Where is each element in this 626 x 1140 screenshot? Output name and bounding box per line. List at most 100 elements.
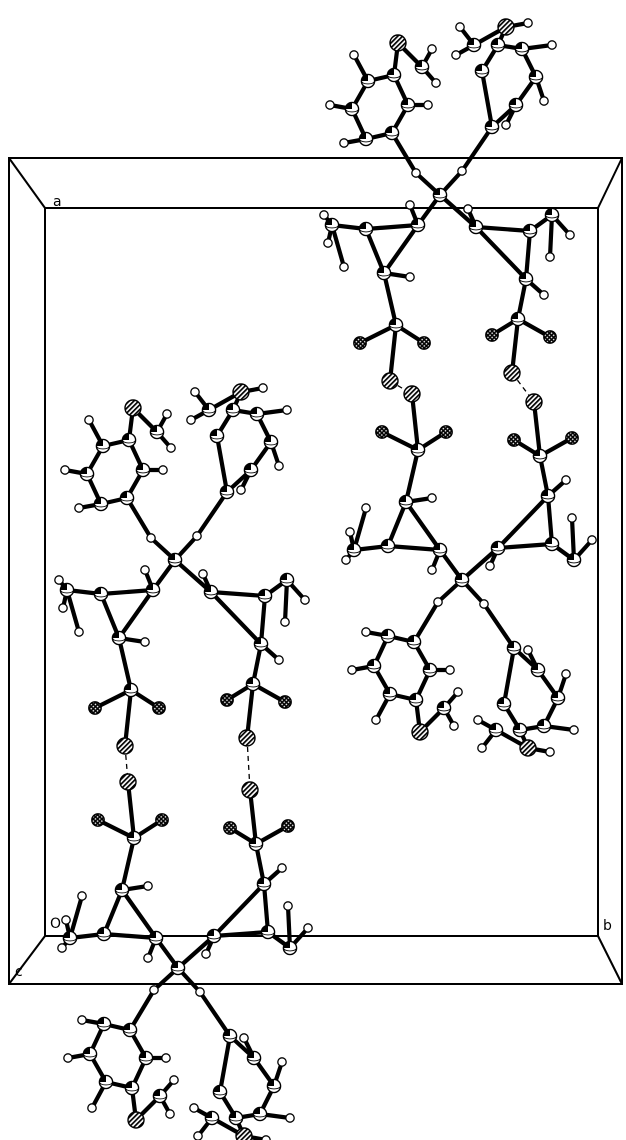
nitrogen-atom-114 (241, 781, 259, 799)
bond-165 (387, 322, 399, 384)
hydrogen-atom-4 (84, 415, 94, 425)
nitrogen-atom-55 (232, 383, 250, 401)
carbon-atom-153 (466, 37, 482, 53)
carbon-atom-49 (245, 676, 261, 692)
nitrogen-atom-57 (238, 729, 256, 747)
hydrogen-atom-12 (190, 387, 200, 397)
bond-18 (194, 489, 230, 539)
hydrogen-atom-129 (319, 210, 329, 220)
bond-154 (363, 222, 421, 232)
hydrogen-atom-79 (283, 901, 293, 911)
bond-84 (217, 1033, 233, 1095)
nitrogen-atom-170 (381, 372, 399, 390)
carbon-atom-150 (514, 41, 530, 57)
hydrogen-atom-59 (77, 1015, 87, 1025)
carbon-atom-157 (324, 217, 340, 233)
hydrogen-atom-174 (347, 665, 357, 675)
carbon-atom-200 (382, 686, 398, 702)
carbon-atom-93 (252, 1106, 268, 1122)
bond-42 (116, 635, 134, 693)
carbon-atom-38 (209, 428, 225, 444)
carbon-atom-147 (484, 119, 500, 135)
hydrogen-atom-16 (58, 603, 68, 613)
oxygen-atom-165 (417, 336, 431, 350)
hydrogen-atom-126 (455, 22, 465, 32)
bond-215 (385, 499, 409, 549)
hydrogen-atom-183 (477, 743, 487, 753)
hydrogen-atom-182 (545, 747, 555, 757)
nitrogen-atom-169 (497, 18, 515, 36)
carbon-atom-143 (360, 73, 376, 89)
oxygen-atom-53 (278, 695, 292, 709)
carbon-atom-91 (246, 1050, 262, 1066)
carbon-atom-84 (96, 1016, 112, 1032)
bond-lines (56, 20, 595, 1140)
carbon-atom-159 (468, 219, 484, 235)
unit-cell-box (8, 157, 623, 985)
hydrogen-atom-69 (193, 1131, 203, 1140)
hydrogen-atom-3 (60, 465, 70, 475)
hydrogen-atom-125 (523, 18, 533, 28)
carbon-atom-89 (152, 1088, 168, 1104)
a-axis-label: a (53, 194, 62, 210)
carbon-atom-146 (414, 59, 430, 75)
bond-179 (509, 316, 521, 376)
carbon-atom-87 (124, 1080, 140, 1096)
bond-49 (258, 593, 268, 647)
carbon-atom-205 (530, 662, 546, 678)
hydrogen-atom-21 (300, 595, 310, 605)
bond-45 (122, 687, 134, 749)
hydrogen-atom-135 (565, 230, 575, 240)
carbon-atom-217 (544, 536, 560, 552)
hydrogen-bond-lines (124, 372, 535, 791)
carbon-atom-90 (222, 1028, 238, 1044)
bond-107 (175, 933, 217, 971)
carbon-atom-102 (206, 928, 222, 944)
hydrogen-atom-17 (74, 627, 84, 637)
hydrogen-atom-75 (143, 953, 153, 963)
hydrogen-atom-13 (186, 415, 196, 425)
carbon-atom-141 (358, 131, 374, 147)
oxygen-atom-51 (152, 701, 166, 715)
carbon-atom-35 (263, 434, 279, 450)
hydrogen-atom-178 (445, 665, 455, 675)
hydrogen-atom-175 (371, 715, 381, 725)
carbon-atom-148 (508, 97, 524, 113)
carbon-atom-155 (358, 221, 374, 237)
carbon-atom-92 (266, 1078, 282, 1094)
hydrogen-atom-81 (277, 863, 287, 873)
bond-239 (531, 399, 543, 459)
hydrogen-atom-2 (74, 503, 84, 513)
origin-label: O (50, 916, 61, 932)
carbon-atom-219 (566, 552, 582, 568)
carbon-atom-36 (249, 406, 265, 422)
oxygen-atom-221 (375, 425, 389, 439)
carbon-atom-88 (138, 1050, 154, 1066)
bond-222 (403, 447, 421, 505)
carbon-atom-34 (243, 462, 259, 478)
carbon-atom-100 (62, 930, 78, 946)
oxygen-atom-107 (91, 813, 105, 827)
hydrogen-atom-137 (463, 204, 473, 214)
carbon-atom-154 (410, 217, 426, 233)
carbon-atom-106 (248, 836, 264, 852)
hydrogen-atom-71 (239, 1033, 249, 1043)
nitrogen-atom-226 (519, 739, 537, 757)
hydrogen-atom-24 (274, 655, 284, 665)
carbon-atom-98 (96, 926, 112, 942)
hydrogen-atom-74 (77, 891, 87, 901)
carbon-atom-32 (149, 424, 165, 440)
hydrogen-atom-122 (457, 166, 467, 176)
carbon-atom-45 (203, 584, 219, 600)
carbon-atom-151 (490, 37, 506, 53)
carbon-atom-94 (228, 1110, 244, 1126)
bond-36 (116, 587, 156, 641)
carbon-atom-156 (376, 265, 392, 281)
bond-228 (495, 541, 555, 551)
bond-94 (101, 931, 159, 941)
bond-96 (119, 887, 159, 941)
carbon-atom-144 (386, 67, 402, 83)
hydrogen-atom-130 (323, 238, 333, 248)
hydrogen-atom-14 (236, 485, 246, 495)
oxygen-atom-52 (220, 693, 234, 707)
